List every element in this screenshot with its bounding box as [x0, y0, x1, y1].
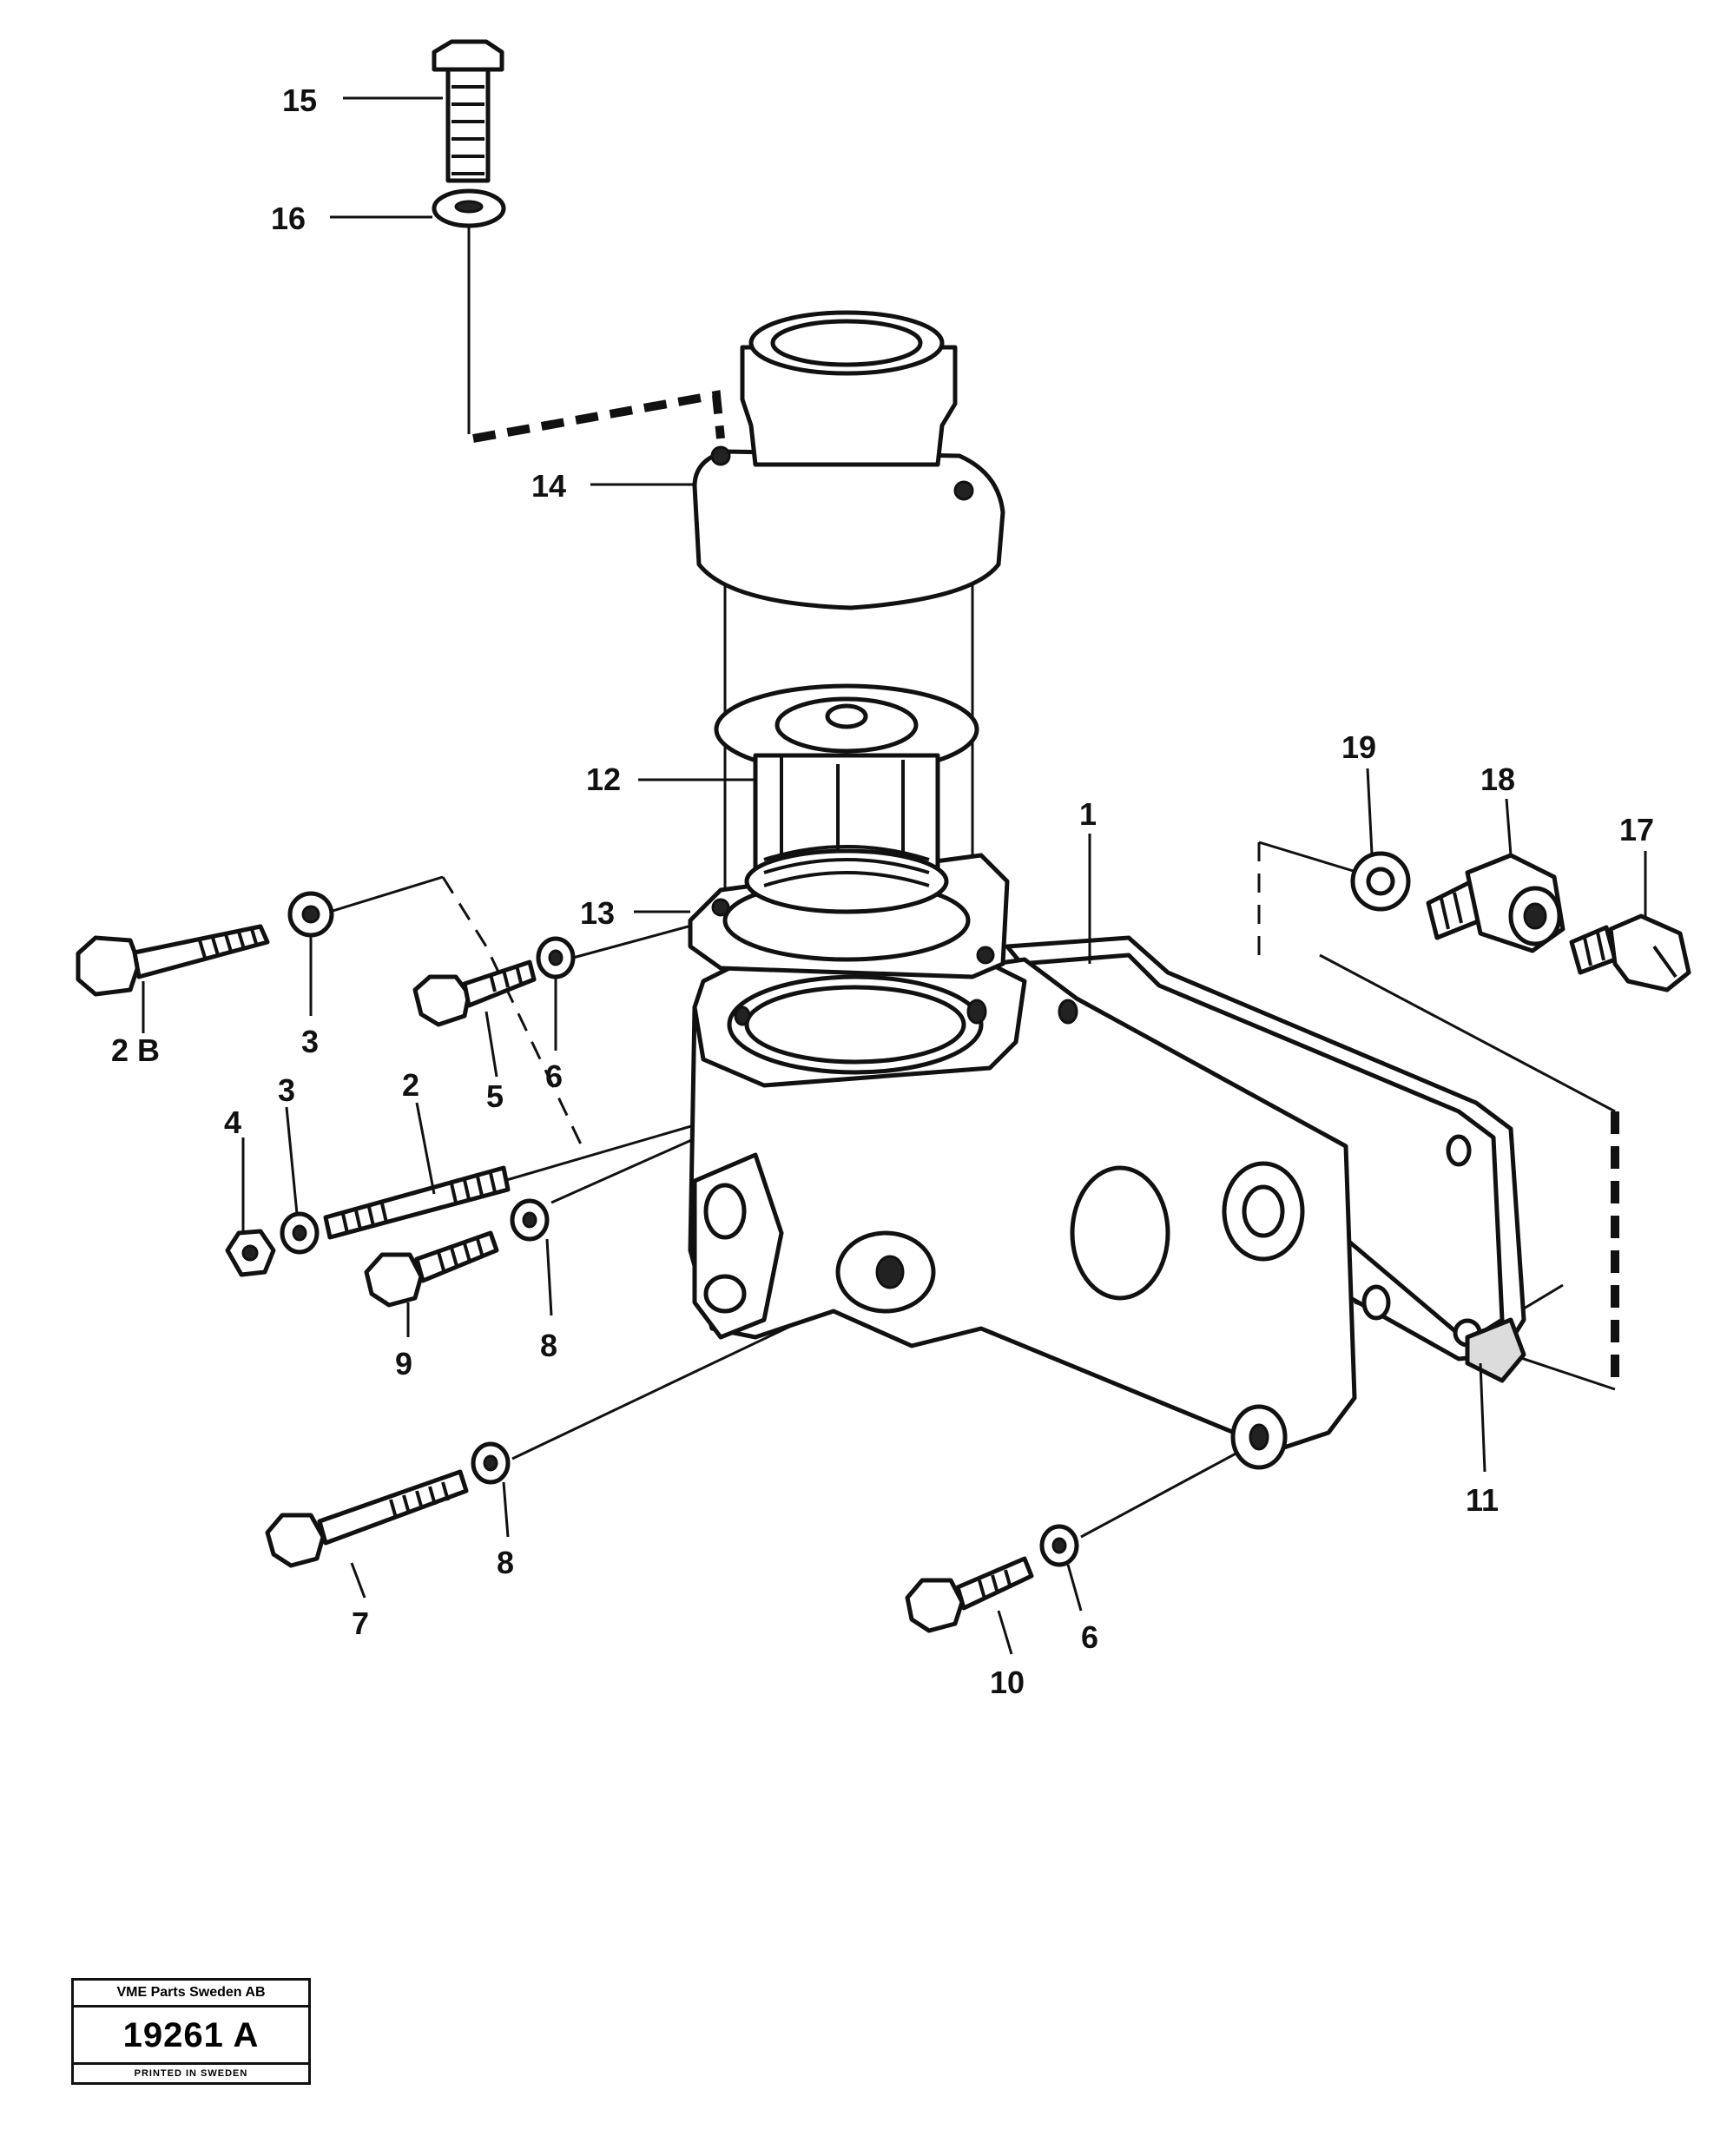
callout-7: 7 — [352, 1605, 369, 1641]
drain-group — [1350, 851, 1691, 992]
bolt-15-group — [432, 39, 506, 228]
callout-16: 16 — [271, 201, 306, 236]
thermostat — [714, 683, 979, 914]
callout-3-upper: 3 — [301, 1024, 319, 1059]
callout-6-upper: 6 — [545, 1058, 563, 1094]
callout-8-lower: 8 — [497, 1545, 514, 1580]
callout-19: 19 — [1341, 729, 1376, 765]
callout-3-lower: 3 — [278, 1072, 295, 1108]
callout-2b: 2 B — [111, 1032, 160, 1068]
leader-lines — [142, 96, 1647, 1655]
callouts: 15 16 14 12 13 1 19 18 17 2 B 3 5 6 4 3 … — [111, 82, 1654, 1700]
callout-2: 2 — [402, 1067, 419, 1103]
bolt-2b-group — [76, 891, 334, 997]
callout-12: 12 — [586, 762, 621, 797]
bolt-10-group — [905, 1524, 1079, 1633]
callout-4: 4 — [224, 1104, 241, 1140]
callout-9: 9 — [395, 1346, 412, 1381]
thermostat-body — [688, 935, 1526, 1470]
callout-14: 14 — [531, 468, 566, 504]
callout-8-upper: 8 — [540, 1328, 557, 1363]
callout-1: 1 — [1079, 796, 1097, 832]
title-block: VME Parts Sweden AB 19261 A PRINTED IN S… — [71, 1978, 311, 2085]
callout-6-lower: 6 — [1081, 1619, 1098, 1655]
bolt-9-group — [364, 1198, 550, 1308]
callout-17: 17 — [1619, 812, 1654, 847]
printed-note: PRINTED IN SWEDEN — [74, 2062, 308, 2082]
callout-11: 11 — [1466, 1482, 1499, 1518]
callout-18: 18 — [1480, 762, 1515, 797]
callout-5: 5 — [486, 1078, 504, 1114]
bolt-5-group — [412, 936, 576, 1027]
callout-13: 13 — [580, 895, 615, 931]
stud-2-group — [225, 1165, 511, 1277]
bolt-7-group — [265, 1441, 511, 1568]
company-name: VME Parts Sweden AB — [74, 1981, 308, 2008]
callout-10: 10 — [990, 1665, 1025, 1700]
callout-15: 15 — [282, 82, 317, 118]
thermostat-housing — [692, 310, 1005, 610]
drawing-number: 19261 A — [122, 2016, 260, 2054]
